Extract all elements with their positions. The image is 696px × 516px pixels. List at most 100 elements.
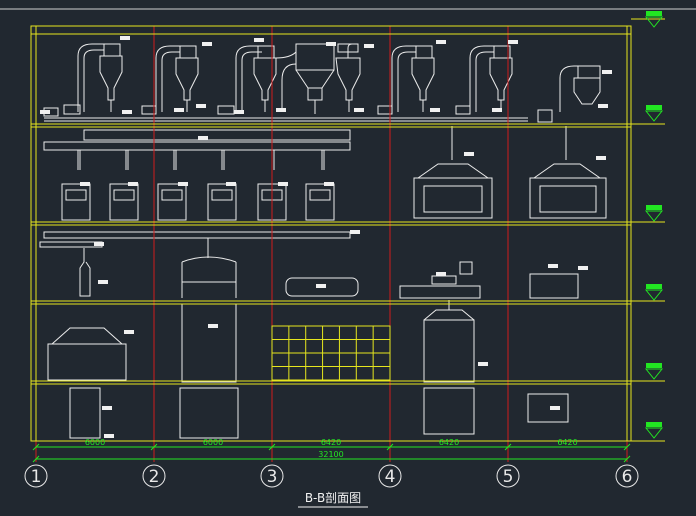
floor-levels xyxy=(30,18,665,442)
storage-grid xyxy=(271,325,391,381)
tank-axis2-base xyxy=(179,387,239,439)
vacuum-unit xyxy=(529,273,579,299)
elevation-marker-triangle xyxy=(644,289,664,301)
equipment-tag xyxy=(354,108,364,112)
kettle-right xyxy=(529,126,607,219)
equipment-tag xyxy=(436,272,446,276)
span-dimension-text: 6420 xyxy=(439,438,459,447)
equipment-tag xyxy=(128,182,138,186)
cyclone-units xyxy=(43,43,601,123)
equipment-tag xyxy=(430,108,440,112)
cyclone-6 xyxy=(455,45,513,115)
cyclone-5 xyxy=(377,45,435,115)
elevation-marker-triangle xyxy=(644,16,664,28)
kettle-left xyxy=(413,126,493,219)
elevation-marker-bar xyxy=(646,11,662,16)
dimension-tick xyxy=(386,443,394,451)
span-dimension-text: 6420 xyxy=(321,438,341,447)
tag-labels xyxy=(40,36,612,438)
equipment-tag xyxy=(350,230,360,234)
level2-equipment xyxy=(47,300,475,383)
level1-equipment xyxy=(69,387,569,439)
tank-axis2-middle xyxy=(181,303,237,383)
level4-equipment xyxy=(43,126,607,221)
elevation-marker-bar xyxy=(646,205,662,210)
axis-label: 3 xyxy=(267,467,278,487)
equipment-tag xyxy=(102,406,112,410)
grinder-row xyxy=(61,150,335,221)
equipment-tag xyxy=(104,434,114,438)
tank-axis4-base xyxy=(423,387,475,435)
equipment-tag xyxy=(254,38,264,42)
equipment-tag xyxy=(436,40,446,44)
equipment-tag xyxy=(198,136,208,140)
dimension-tick xyxy=(623,455,631,463)
horizontal-tank xyxy=(285,277,359,297)
equipment-tag xyxy=(98,280,108,284)
equipment-tag xyxy=(596,156,606,160)
column-gridlines xyxy=(35,26,628,462)
equipment-tag xyxy=(80,182,90,186)
equipment-tag xyxy=(196,104,206,108)
dimension-tick xyxy=(32,443,40,451)
building-outline xyxy=(30,25,632,442)
level3-feeder xyxy=(39,241,103,248)
axis-bubble-4: 4 xyxy=(378,464,402,488)
axis-circle xyxy=(260,464,284,488)
span-dimension-text: 6420 xyxy=(557,438,577,447)
equipment-tag xyxy=(316,284,326,288)
equipment-linework xyxy=(39,43,607,439)
equipment-tag xyxy=(578,266,588,270)
equipment-tag xyxy=(478,362,488,366)
elevation-marker-triangle xyxy=(644,427,664,439)
span-dimension-text: 6000 xyxy=(85,438,105,447)
cyclone-1 xyxy=(43,43,123,117)
axis-label: 1 xyxy=(31,467,42,487)
elevation-marker-bar xyxy=(646,284,662,289)
cyclone-4 xyxy=(335,43,361,112)
equipment-tag xyxy=(364,44,374,48)
axis-circle xyxy=(142,464,166,488)
elevation-marker-triangle xyxy=(644,368,664,380)
equipment-tag xyxy=(602,70,612,74)
equipment-tag xyxy=(326,42,336,46)
elevation-marker-bar xyxy=(646,105,662,110)
elevation-marker-bar xyxy=(646,363,662,368)
kettle-lower-left xyxy=(47,327,127,381)
equipment-tag xyxy=(120,36,130,40)
lift-column xyxy=(79,248,91,297)
equipment-tag xyxy=(226,182,236,186)
level4-duct xyxy=(43,141,351,151)
central-hopper xyxy=(275,43,335,114)
equipment-tag xyxy=(324,182,334,186)
equipment-tag xyxy=(234,110,244,114)
equipment-tag xyxy=(202,42,212,46)
equipment-tag xyxy=(208,324,218,328)
axis-bubble-3: 3 xyxy=(260,464,284,488)
axis-circle xyxy=(615,464,639,488)
dimension-tick xyxy=(623,443,631,451)
cyclone-2 xyxy=(141,45,199,115)
elevation-marker-triangle xyxy=(644,210,664,222)
total-dimension-text: 32100 xyxy=(318,450,343,459)
dimension-texts: 6000 6000 6420 6420 6420 32100 xyxy=(85,438,578,459)
axis-bubble-6: 6 xyxy=(615,464,639,488)
axis-bubble-1: 1 xyxy=(24,464,48,488)
small-tank xyxy=(527,393,569,423)
cyclone-7 xyxy=(537,65,601,123)
equipment-tag xyxy=(178,182,188,186)
axis-label: 6 xyxy=(622,467,633,487)
span-dimension-text: 6000 xyxy=(203,438,223,447)
equipment-tag xyxy=(124,330,134,334)
equipment-tag xyxy=(550,406,560,410)
axis-label: 5 xyxy=(503,467,514,487)
equipment-tag xyxy=(278,182,288,186)
elevation-marker-bar xyxy=(646,422,662,427)
equipment-tag xyxy=(40,110,50,114)
elevation-marker-triangle xyxy=(644,110,664,122)
tank-axis2 xyxy=(181,238,237,298)
dimension-tick xyxy=(150,443,158,451)
axis-bubble-2: 2 xyxy=(142,464,166,488)
dimension-tick xyxy=(32,455,40,463)
